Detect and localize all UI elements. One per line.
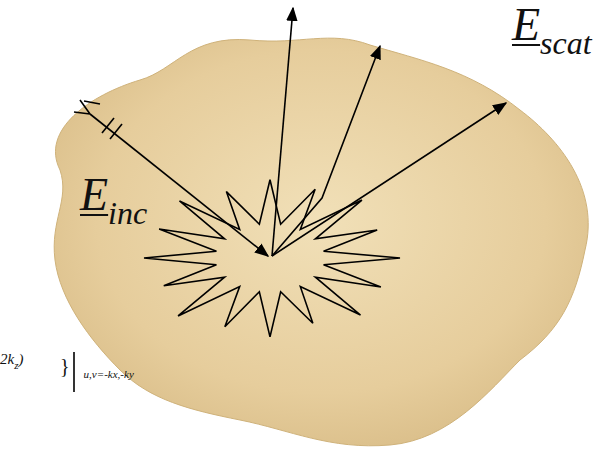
starburst-outline	[144, 180, 400, 337]
field-label: Einc	[80, 172, 147, 218]
scattered-arrow	[272, 103, 506, 256]
incident-feather	[74, 100, 100, 114]
incident-arrow	[90, 114, 268, 256]
incident-tick	[110, 124, 122, 139]
formula-text: scat	[540, 25, 592, 62]
scatterer-starburst	[144, 180, 400, 337]
formula-fragment: 2kz)	[0, 350, 23, 368]
incident-tick	[102, 118, 114, 133]
formula-text: }	[60, 356, 70, 376]
field-label: Escat	[512, 2, 592, 48]
formula-text: u,v=-k	[84, 368, 113, 380]
field-symbol: E	[80, 172, 108, 218]
field-symbol: E	[512, 2, 540, 48]
scattering-region	[54, 38, 588, 446]
formula-text: x	[113, 368, 118, 380]
formula-text: y	[129, 368, 134, 380]
scattered-arrow	[272, 46, 380, 256]
formula-text: )	[18, 352, 23, 367]
scattered-arrow	[272, 8, 293, 256]
evaluation-bar	[73, 352, 75, 392]
formula-fragment: } u,v=-kx,-ky	[60, 356, 134, 377]
formula-text: 2k	[0, 352, 14, 367]
formula-text: ,-k	[118, 368, 129, 380]
formula-text: z	[14, 359, 18, 371]
formula-text: inc	[108, 195, 147, 232]
